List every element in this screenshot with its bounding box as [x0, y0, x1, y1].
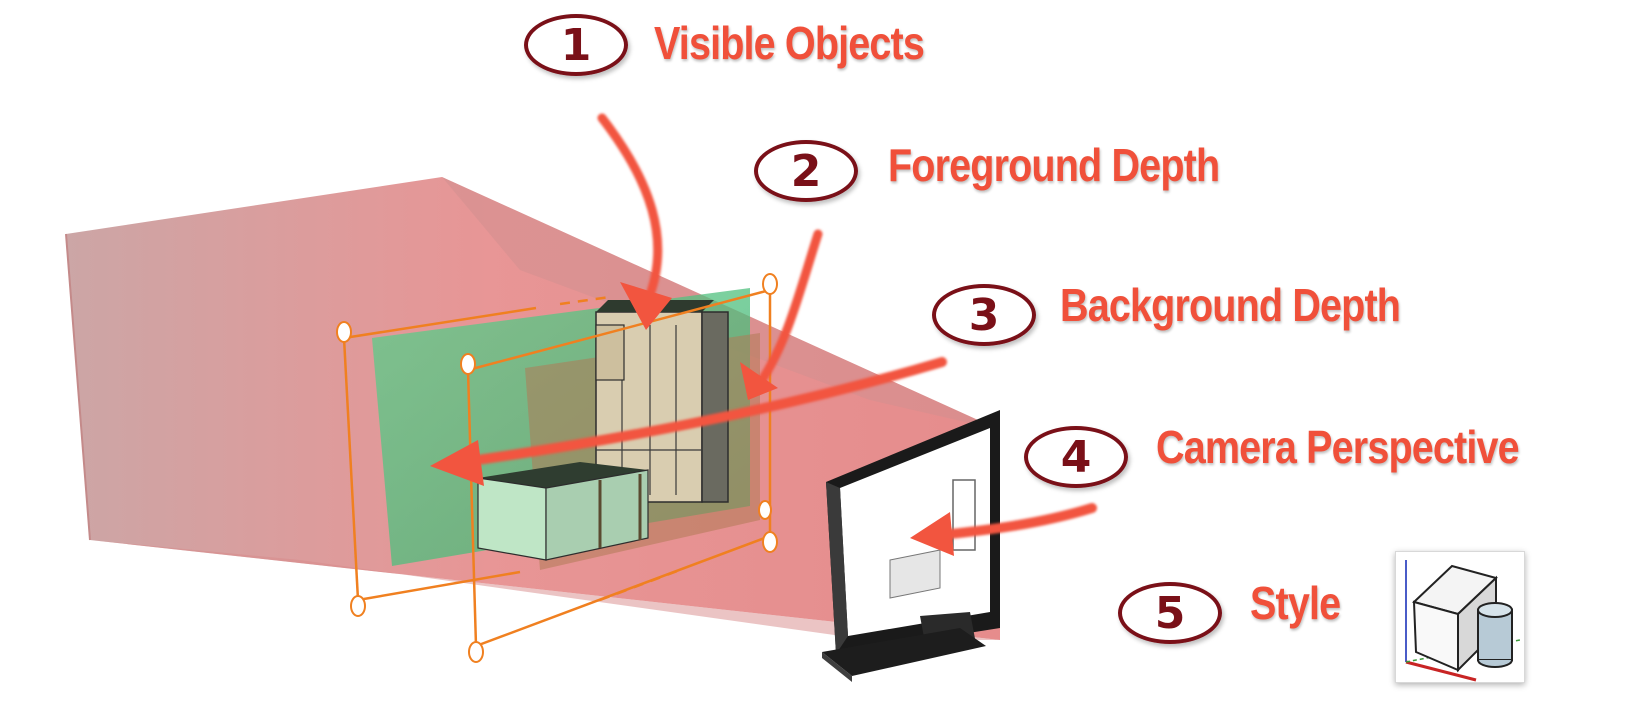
callout-5-label: Style — [1250, 577, 1341, 629]
clip-handle-icons — [336, 273, 778, 663]
callout-5-number: 5 — [1118, 582, 1222, 644]
callout-1-label: Visible Objects — [654, 17, 925, 69]
camera-monitor-icon — [822, 410, 1000, 682]
foreground-clip-frame — [342, 295, 611, 602]
callout-3-number: 3 — [932, 284, 1036, 346]
callout-4-number: 4 — [1024, 426, 1128, 488]
callout-3-label: Background Depth — [1060, 279, 1401, 331]
arrow-head-icons — [430, 282, 954, 556]
callout-2-label: Foreground Depth — [888, 139, 1220, 191]
kitchen-model-icon — [477, 300, 729, 561]
style-preview-shapes-icon — [1405, 560, 1521, 682]
style-thumbnail-icon — [1395, 551, 1525, 683]
background-clip-frame — [466, 288, 772, 648]
callout-2-number: 2 — [754, 140, 858, 202]
callout-1-number: 1 — [524, 14, 628, 76]
callout-4-label: Camera Perspective — [1156, 421, 1520, 473]
